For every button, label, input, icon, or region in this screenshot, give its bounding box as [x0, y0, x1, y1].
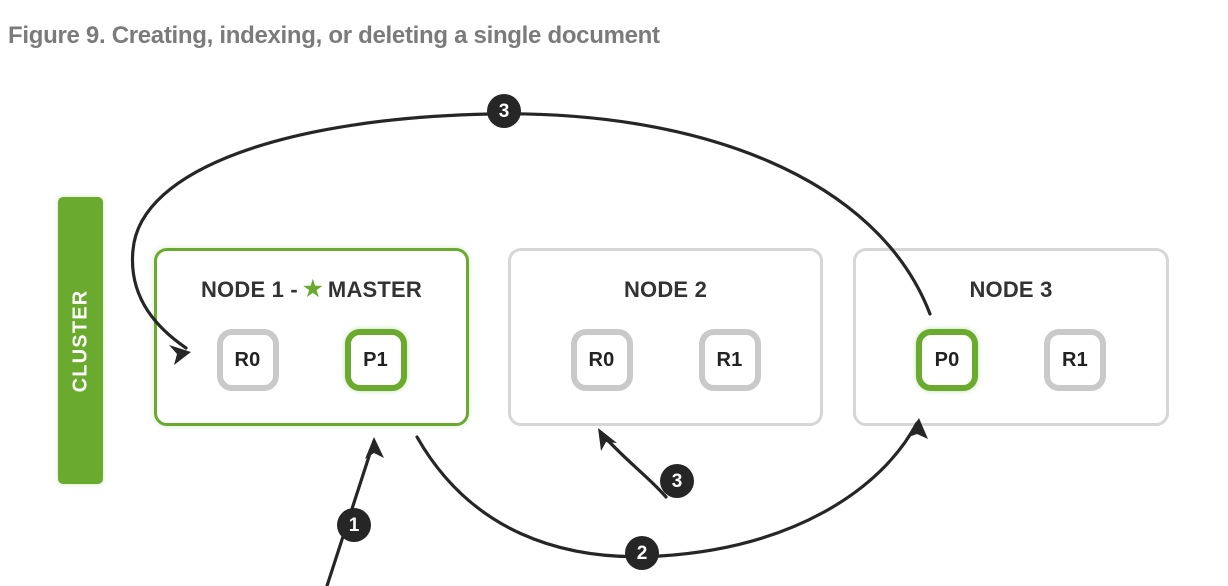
node-2-shard-row: R0 R1	[511, 329, 820, 391]
node-1-title-text: NODE 1 -	[200, 277, 298, 302]
node-3-shard-row: P0 R1	[856, 329, 1166, 391]
node-box-node-1[interactable]: NODE 1 - ★ MASTER R0 P1	[154, 248, 469, 426]
cluster-bar: CLUSTER	[58, 197, 103, 484]
step-badge-2: 2	[625, 536, 659, 570]
shard-node-3-r1[interactable]: R1	[1044, 329, 1106, 391]
arrow-step-3-replica-head	[598, 428, 617, 451]
cluster-label: CLUSTER	[69, 289, 91, 392]
star-icon: ★	[302, 276, 323, 301]
shard-node-3-p0[interactable]: P0	[916, 329, 978, 391]
node-2-title-text: NODE 2	[623, 277, 708, 302]
node-3-title: NODE 3	[856, 277, 1166, 303]
node-2-title: NODE 2	[511, 277, 820, 303]
step-badge-3-master: 3	[487, 94, 521, 128]
node-1-shard-row: R0 P1	[157, 329, 466, 391]
node-1-title: NODE 1 - ★ MASTER	[157, 277, 466, 303]
node-3-title-text: NODE 3	[969, 277, 1053, 302]
shard-node-2-r0[interactable]: R0	[570, 329, 633, 391]
step-badge-3-replica: 3	[660, 464, 694, 498]
shard-node-2-r1[interactable]: R1	[698, 329, 761, 391]
node-1-role-label: MASTER	[327, 277, 423, 302]
node-box-node-3[interactable]: NODE 3 P0 R1	[853, 248, 1169, 426]
node-box-node-2[interactable]: NODE 2 R0 R1	[508, 248, 823, 426]
arrow-step-1-head	[365, 437, 384, 459]
step-badge-1: 1	[337, 508, 371, 542]
arrow-step-3-replica-line	[599, 431, 668, 499]
arrow-step-3-replica	[598, 428, 668, 499]
shard-node-1-p1[interactable]: P1	[344, 329, 407, 391]
shard-node-1-r0[interactable]: R0	[216, 329, 279, 391]
figure-title: Figure 9. Creating, indexing, or deletin…	[8, 22, 660, 49]
